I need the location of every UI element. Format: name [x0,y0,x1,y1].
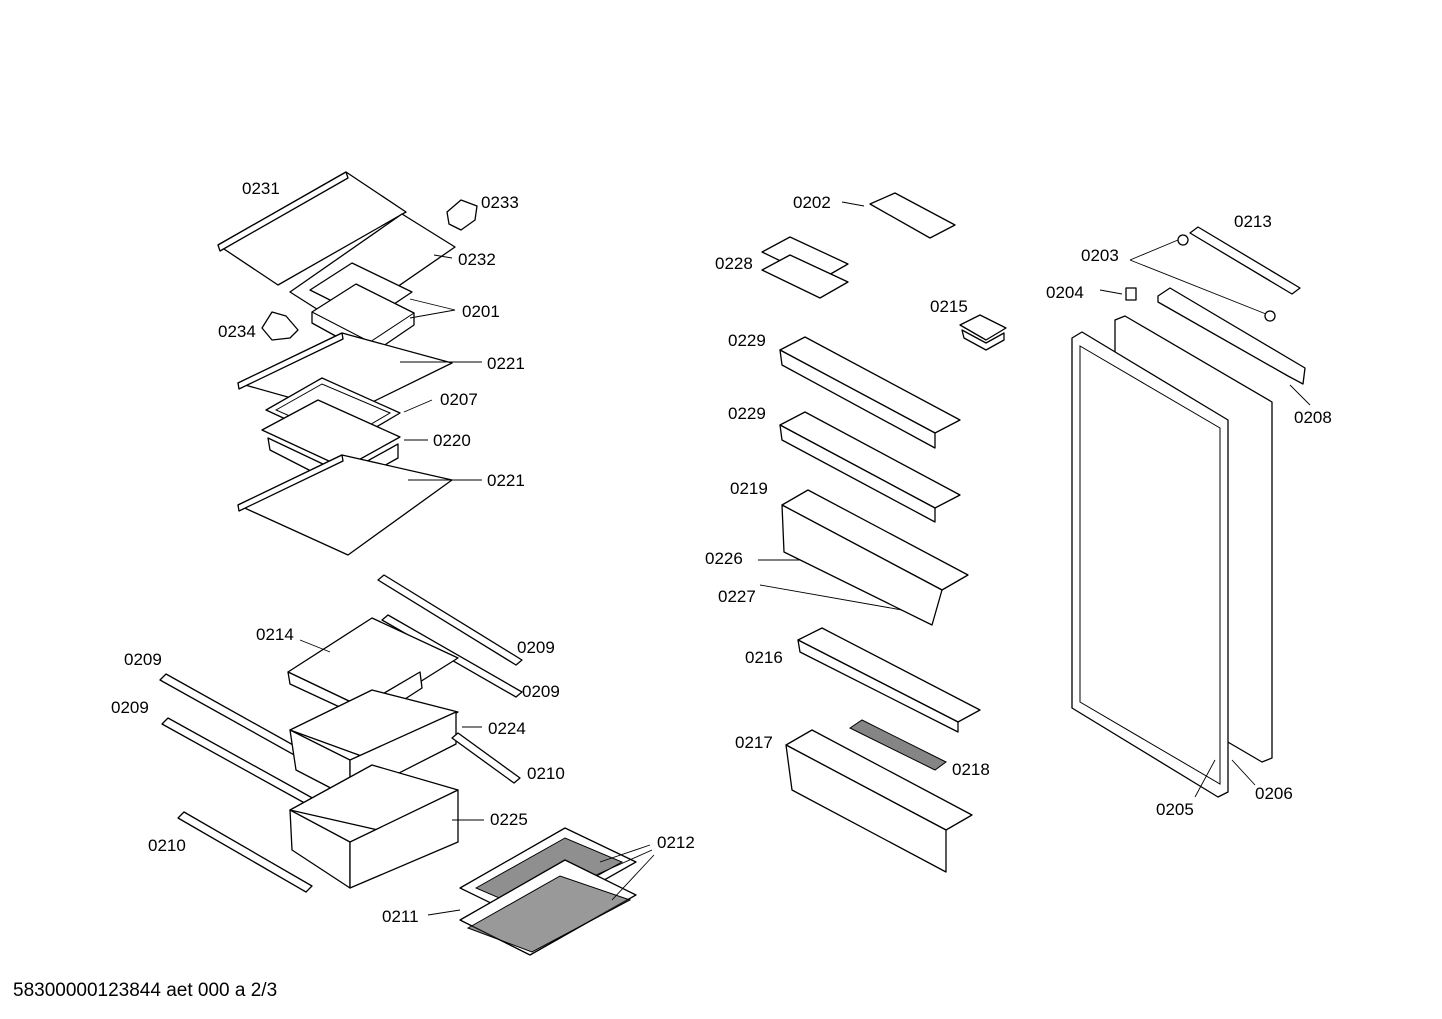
label-0218: 0218 [952,760,990,779]
label-0229-upper: 0229 [728,331,766,350]
label-0213: 0213 [1234,212,1272,231]
rail-0209-right-upper [377,574,523,666]
label-0209-right-upper: 0209 [517,638,555,657]
document-footer-code: 58300000123844 aet 000 a 2/3 [13,980,278,1001]
label-0233: 0233 [481,193,519,212]
label-0204: 0204 [1046,283,1084,302]
label-0232: 0232 [458,250,496,269]
leader-lines [299,201,1311,916]
screw-0203-a [1177,234,1189,246]
glass-shelf-0221-lower [237,454,453,556]
grill-base-0211 [459,859,637,956]
label-0209-right-lower: 0209 [522,682,560,701]
label-0201: 0201 [462,302,500,321]
label-0212: 0212 [657,833,695,852]
box-lid-0201 [309,262,415,356]
label-0202: 0202 [793,193,831,212]
label-0227: 0227 [718,587,756,606]
door-shelf-0229-upper [779,336,961,449]
label-0221-lower: 0221 [487,471,525,490]
label-0207: 0207 [440,390,478,409]
label-0219: 0219 [730,479,768,498]
label-0206: 0206 [1255,784,1293,803]
part-labels: 0231 0233 0232 0201 0234 0221 0207 0220 … [111,179,1332,926]
shelf-0231 [217,171,407,286]
hinge-bracket-0208 [1157,287,1306,385]
ice-tray-0202 [869,192,956,239]
glass-shelf-0221-upper [237,332,453,415]
label-0215: 0215 [930,297,968,316]
hinge-0204 [1125,287,1137,301]
egg-tray-0228 [761,236,849,299]
label-0234: 0234 [218,322,256,341]
bottle-rack-0219 [781,489,969,626]
label-0203: 0203 [1081,246,1119,265]
label-0214: 0214 [256,625,294,644]
label-0231: 0231 [242,179,280,198]
bottle-shelf-0217 [785,729,973,873]
rail-0210-left [177,811,313,893]
label-0217: 0217 [735,733,773,752]
handle-bar-0213 [1189,226,1301,295]
label-0224: 0224 [488,719,526,738]
label-0221-upper: 0221 [487,354,525,373]
label-0209-left-upper: 0209 [124,650,162,669]
label-0229-lower: 0229 [728,404,766,423]
label-0216: 0216 [745,648,783,667]
rail-0210-right [451,732,521,784]
door-shelf-0229-lower [779,411,961,523]
shelf-clip-0234 [261,311,299,341]
label-0205: 0205 [1156,800,1194,819]
door-shelf-0216 [797,627,981,733]
butter-box-0215 [959,314,1007,351]
label-0209-left-lower: 0209 [111,698,149,717]
door-gasket-0205 [1071,331,1229,798]
label-0228: 0228 [715,254,753,273]
shelf-clip-0233 [446,199,478,231]
label-0211: 0211 [382,907,419,926]
label-0210-right: 0210 [527,764,565,783]
label-0220: 0220 [433,431,471,450]
label-0210-left: 0210 [148,836,186,855]
label-0226: 0226 [705,549,743,568]
flap-0218 [849,719,947,771]
label-0208: 0208 [1294,408,1332,427]
screw-0203-b [1264,310,1276,322]
label-0225: 0225 [490,810,528,829]
drawer-0225 [289,764,459,889]
